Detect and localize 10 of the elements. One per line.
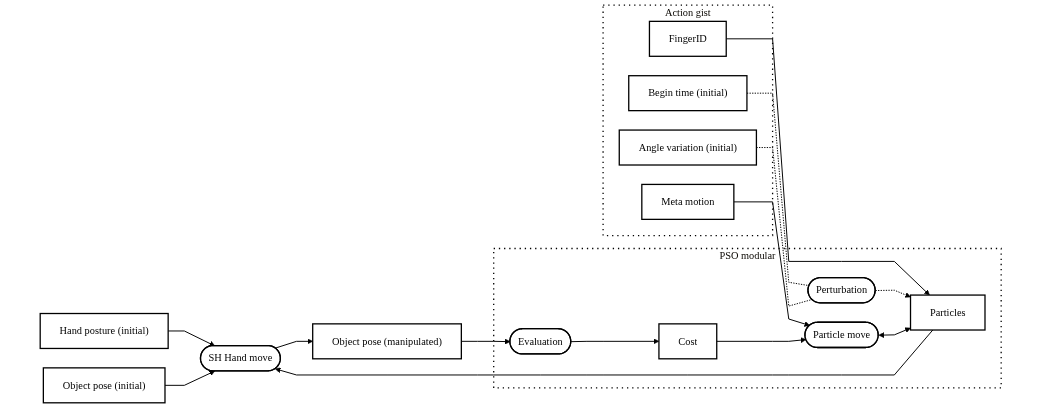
node-box: Hand posture (initial) <box>39 312 169 350</box>
connector <box>746 92 810 287</box>
node-box: Object pose (manipulated) <box>311 323 462 360</box>
node-box: Particles <box>909 294 986 331</box>
node-box: Angle variation (initial) <box>618 129 757 166</box>
node-box: Begin time (initial) <box>627 75 748 112</box>
node-box: Meta motion <box>641 183 735 220</box>
node-box: FingerID <box>648 20 727 57</box>
node-box: Object pose (initial) <box>42 367 166 404</box>
node-box: Cost <box>658 323 718 360</box>
